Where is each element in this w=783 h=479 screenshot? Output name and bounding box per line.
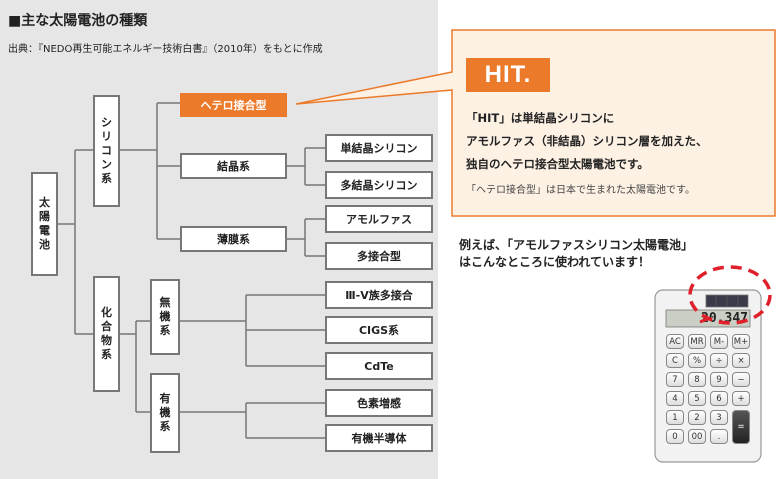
calculator-key: 1 — [666, 410, 684, 425]
calculator-key: C — [666, 353, 684, 368]
calculator-key: 7 — [666, 372, 684, 387]
node-solar-cell: 太陽電池 — [31, 172, 58, 276]
node-compound: 化合物系 — [93, 276, 120, 392]
calculator-key: 6 — [710, 391, 728, 406]
calculator-key: 3 — [710, 410, 728, 425]
node-inorganic: 無機系 — [150, 279, 180, 355]
diagram-title: ■主な太陽電池の種類 — [8, 13, 148, 29]
calculator-key: M+ — [732, 334, 750, 349]
source-note: 出典：『NEDO再生可能エネルギー技術白書』（2010年）をもとに作成 — [8, 44, 323, 55]
calculator-key: 9 — [710, 372, 728, 387]
calculator-key: + — [732, 391, 750, 406]
node-silicon: シリコン系 — [93, 95, 120, 207]
calculator-key: 8 — [688, 372, 706, 387]
calculator-key: 0 — [666, 429, 684, 444]
calculator-key: − — [732, 372, 750, 387]
node-organic-semiconductor: 有機半導体 — [325, 424, 433, 452]
callout-note: 「ヘテロ接合型」は日本で生まれた太陽電池です。 — [466, 185, 695, 196]
calculator-key: % — [688, 353, 706, 368]
node-dye-sensitized: 色素増感 — [325, 389, 433, 417]
calculator-key: MR — [688, 334, 706, 349]
node-cdte: CdTe — [325, 352, 433, 380]
calculator-key: 4 — [666, 391, 684, 406]
calculator-display: 20.347 — [701, 311, 748, 326]
node-hetero-junction: ヘテロ接合型 — [180, 93, 287, 117]
node-amorphous: アモルファス — [325, 205, 433, 233]
node-iii-v: Ⅲ-Ⅴ族多接合 — [325, 281, 433, 309]
callout-line-2: アモルファス（非結晶）シリコン層を加えた、 — [466, 134, 708, 148]
callout-line-1: 「HIT」は単結晶シリコンに — [466, 111, 615, 125]
calculator-key: 5 — [688, 391, 706, 406]
node-crystalline: 結晶系 — [180, 153, 287, 179]
node-thin-film: 薄膜系 — [180, 226, 287, 252]
callout-line-3: 独自のヘテロ接合型太陽電池です。 — [466, 157, 649, 171]
calculator-key: = — [732, 410, 750, 444]
calculator-key: ÷ — [710, 353, 728, 368]
node-multijunction: 多接合型 — [325, 242, 433, 270]
node-polycrystalline: 多結晶シリコン — [325, 171, 433, 199]
calculator-key: M- — [710, 334, 728, 349]
node-monocrystalline: 単結晶シリコン — [325, 134, 433, 162]
calculator-key: × — [732, 353, 750, 368]
example-line-1: 例えば、「アモルファスシリコン太陽電池」 — [459, 238, 694, 252]
calculator-key: 2 — [688, 410, 706, 425]
hit-logo: HIT. — [466, 58, 550, 92]
example-line-2: はこんなところに使われています！ — [459, 255, 651, 269]
calculator-key: AC — [666, 334, 684, 349]
node-organic: 有機系 — [150, 373, 180, 453]
calculator-key: 00 — [688, 429, 706, 444]
calculator-key: . — [710, 429, 728, 444]
tree-connectors — [57, 102, 325, 439]
node-cigs: CIGS系 — [325, 316, 433, 344]
